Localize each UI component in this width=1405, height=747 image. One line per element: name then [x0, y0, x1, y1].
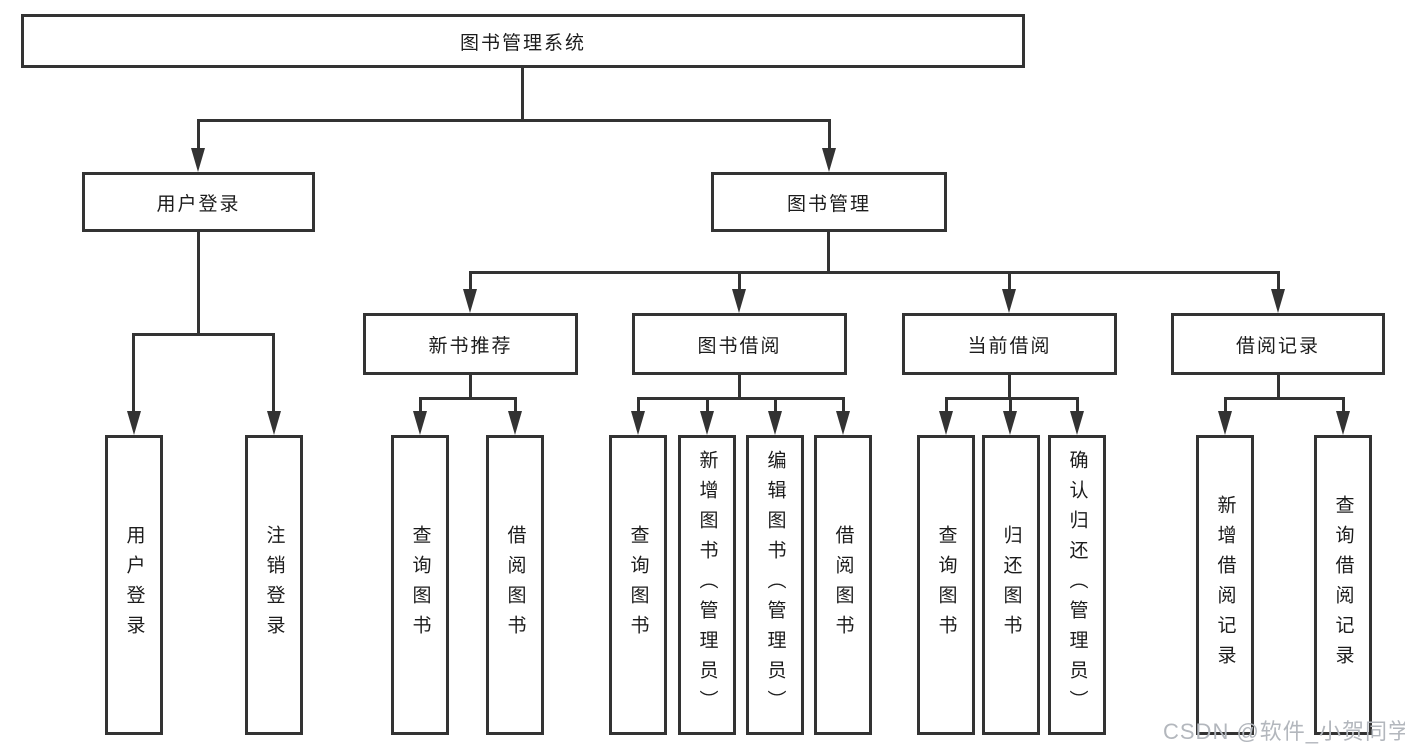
node-user-login: 用户登录	[82, 172, 315, 232]
connector-line	[706, 397, 709, 415]
leaf-logout: 注销登录	[245, 435, 303, 735]
arrowhead-down-icon	[127, 411, 141, 435]
connector-line	[1224, 397, 1227, 415]
connector-line	[1224, 397, 1345, 400]
connector-line	[1076, 397, 1079, 415]
leaf-query-borrow-record: 查询借阅记录	[1314, 435, 1372, 735]
connector-line	[1008, 271, 1011, 293]
arrowhead-down-icon	[631, 411, 645, 435]
arrowhead-down-icon	[836, 411, 850, 435]
leaf-confirm-return-admin: 确认归还（管理员）	[1048, 435, 1106, 735]
connector-line	[132, 333, 135, 415]
connector-line	[469, 271, 472, 293]
connector-line	[514, 397, 517, 415]
leaf-add-book-admin: 新增图书（管理员）	[678, 435, 736, 735]
node-new-book-recommend: 新书推荐	[363, 313, 578, 375]
arrowhead-down-icon	[1070, 411, 1084, 435]
connector-line	[842, 397, 845, 415]
connector-line	[738, 375, 741, 399]
connector-line	[828, 119, 831, 152]
connector-line	[738, 271, 741, 293]
connector-line	[637, 397, 845, 400]
connector-line	[945, 397, 1079, 400]
connector-line	[197, 232, 200, 336]
node-book-management: 图书管理	[711, 172, 947, 232]
connector-line	[419, 397, 517, 400]
arrowhead-down-icon	[413, 411, 427, 435]
leaf-user-login: 用户登录	[105, 435, 163, 735]
connector-line	[272, 333, 275, 415]
connector-line	[197, 119, 200, 152]
connector-line	[827, 232, 830, 273]
connector-line	[521, 68, 524, 122]
leaf-query-books-current: 查询图书	[917, 435, 975, 735]
csdn-watermark: CSDN @软件_小贺同学	[1163, 719, 1405, 744]
connector-line	[1277, 271, 1280, 293]
arrowhead-down-icon	[768, 411, 782, 435]
arrowhead-down-icon	[463, 289, 477, 313]
arrowhead-down-icon	[700, 411, 714, 435]
connector-line	[469, 375, 472, 399]
arrowhead-down-icon	[1002, 289, 1016, 313]
connector-line	[637, 397, 640, 415]
connector-line	[1277, 375, 1280, 399]
arrowhead-down-icon	[732, 289, 746, 313]
connector-line	[132, 333, 275, 336]
leaf-add-borrow-record: 新增借阅记录	[1196, 435, 1254, 735]
leaf-edit-book-admin: 编辑图书（管理员）	[746, 435, 804, 735]
leaf-return-book: 归还图书	[982, 435, 1040, 735]
leaf-query-books-recommend: 查询图书	[391, 435, 449, 735]
node-library-system: 图书管理系统	[21, 14, 1025, 68]
connector-line	[469, 271, 1279, 274]
arrowhead-down-icon	[939, 411, 953, 435]
connector-line	[419, 397, 422, 415]
leaf-borrow-books: 借阅图书	[814, 435, 872, 735]
arrowhead-down-icon	[822, 148, 836, 172]
connector-line	[1009, 397, 1012, 415]
connector-line	[1342, 397, 1345, 415]
arrowhead-down-icon	[1271, 289, 1285, 313]
leaf-borrow-books-recommend: 借阅图书	[486, 435, 544, 735]
arrowhead-down-icon	[191, 148, 205, 172]
node-current-borrow: 当前借阅	[902, 313, 1117, 375]
connector-line	[945, 397, 948, 415]
arrowhead-down-icon	[1336, 411, 1350, 435]
arrowhead-down-icon	[508, 411, 522, 435]
arrowhead-down-icon	[1003, 411, 1017, 435]
node-borrow-records: 借阅记录	[1171, 313, 1385, 375]
connector-line	[197, 119, 831, 122]
connector-line	[1008, 375, 1011, 399]
leaf-query-books-borrow: 查询图书	[609, 435, 667, 735]
connector-line	[774, 397, 777, 415]
node-book-borrow: 图书借阅	[632, 313, 847, 375]
arrowhead-down-icon	[1218, 411, 1232, 435]
arrowhead-down-icon	[267, 411, 281, 435]
